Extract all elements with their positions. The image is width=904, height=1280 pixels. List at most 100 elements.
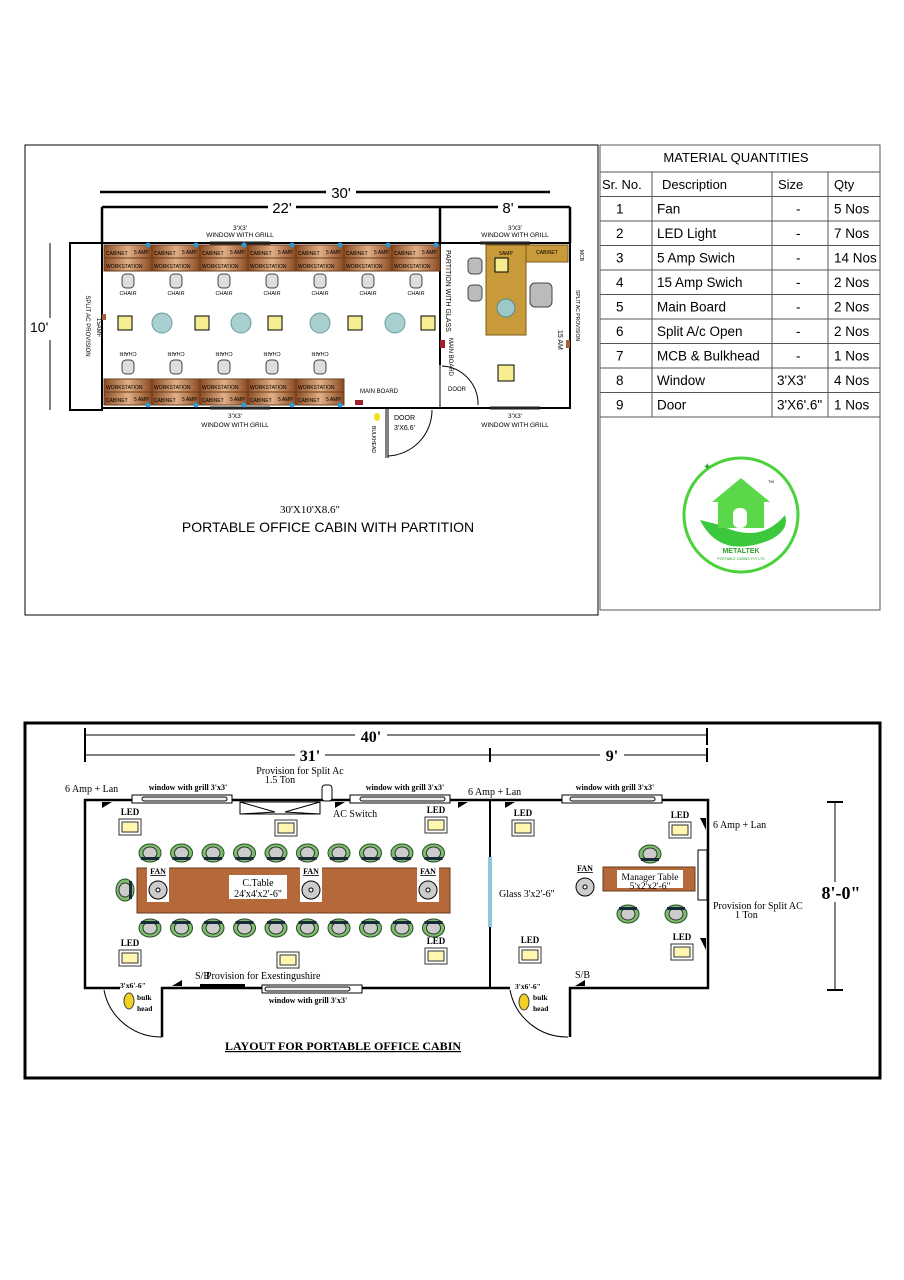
amp-lan-label-1: 6 Amp + Lan [65, 784, 118, 795]
dim-height-8: 8'-0" [822, 883, 861, 903]
svg-text:5 AMP: 5 AMP [422, 250, 437, 256]
fan-label: FAN [303, 867, 319, 876]
chair-icon [361, 273, 375, 289]
fan-icon [384, 312, 406, 334]
cabin-cabinet [525, 244, 569, 263]
svg-text:WORKSTATION: WORKSTATION [106, 264, 143, 270]
led-label: LED [521, 935, 540, 945]
chair-icon [169, 359, 183, 375]
svg-text:TM: TM [768, 479, 774, 484]
chair-icon [359, 918, 382, 938]
chair-label: CHAIR [407, 291, 424, 297]
manager-chair-icon [529, 282, 553, 308]
svg-text:head: head [137, 1004, 153, 1013]
chair-icon [170, 843, 193, 863]
chair-icon [201, 843, 225, 863]
split-ac-label-right: SPLIT AC PROVISION [574, 290, 580, 341]
table-cell: MCB & Bulkhead [657, 349, 760, 364]
bottom-window-labels: window with grill 3'x3' window with gril… [149, 783, 654, 1005]
switch-boards [102, 802, 706, 986]
chair-icon [217, 359, 231, 375]
svg-text:WINDOW WITH GRILL: WINDOW WITH GRILL [201, 422, 269, 429]
main-door-label: DOOR [394, 415, 415, 422]
svg-text:5 AMP: 5 AMP [230, 397, 245, 403]
led-label: LED [121, 938, 140, 948]
top-plan-title: PORTABLE OFFICE CABIN WITH PARTITION [182, 519, 474, 535]
svg-text:3'X3': 3'X3' [508, 413, 522, 420]
ac-switch-label: AC Switch [333, 809, 377, 820]
table-cell: LED Light [657, 226, 717, 241]
conference-table-label: C.Table [242, 878, 274, 889]
chair-icon [616, 904, 640, 924]
table-cell: 8 [616, 373, 624, 388]
table-cell: 15 Amp Swich [657, 275, 743, 290]
led-label: LED [671, 810, 690, 820]
chair-icon [121, 273, 135, 289]
fan-icon [151, 312, 173, 334]
chair-icon [359, 843, 382, 863]
table-cell: 7 Nos [834, 226, 870, 241]
split-ac-small-ton: 1 Ton [735, 910, 758, 921]
chair-icon [664, 904, 688, 924]
partition-label: PARTITION WITH GLASS [444, 250, 451, 332]
chair-icon [422, 918, 445, 938]
svg-text:CABINET: CABINET [250, 251, 272, 257]
svg-text:WORKSTATION: WORKSTATION [202, 264, 239, 270]
svg-text:CABINET: CABINET [250, 398, 272, 404]
chair-icon [327, 843, 351, 863]
chair-icon [121, 359, 135, 375]
visitor-chair-icon [467, 257, 483, 275]
svg-text:bulk: bulk [533, 993, 548, 1002]
table-cell: 5 Nos [834, 202, 870, 217]
chair-icon [138, 918, 162, 938]
svg-text:CABINET: CABINET [298, 251, 320, 257]
led-label: LED [121, 807, 140, 817]
led-label: LED [427, 805, 446, 815]
metaltek-logo: METALTEK PORTABLE CABINS PVT LTD TM ✦ [682, 456, 800, 574]
table-cell: 2 Nos [834, 275, 870, 290]
conference-chairs [115, 843, 688, 938]
conference-table [136, 867, 451, 914]
svg-text:WORKSTATION: WORKSTATION [202, 385, 239, 391]
svg-text:PORTABLE CABINS PVT LTD: PORTABLE CABINS PVT LTD [717, 557, 765, 561]
svg-text:3'X3': 3'X3' [228, 413, 242, 420]
split-ac-big-label: Provision for Split Ac [256, 766, 344, 777]
top-window-labels: 3'X3' WINDOW WITH GRILL 3'X3' WINDOW WIT… [201, 225, 549, 429]
table-cell: - [796, 324, 801, 339]
chair-icon [264, 843, 288, 863]
chair-icon [409, 273, 423, 289]
chair-icon [233, 918, 256, 938]
split-ac-1-ton [697, 849, 708, 901]
amp-lan-label-3: 6 Amp + Lan [713, 820, 766, 831]
bulkhead-labels: 3'x6'-6" bulk head 3'x6'-6" bulk head [120, 981, 549, 1013]
bottom-cabin-walls [83, 798, 710, 1038]
svg-text:5 AMP: 5 AMP [230, 250, 245, 256]
mcb-label: MCB [578, 250, 584, 262]
svg-text:5 AMP: 5 AMP [278, 397, 293, 403]
table-cell: 2 [616, 226, 624, 241]
chair-icon [201, 918, 225, 938]
chair-icon [138, 843, 162, 863]
svg-text:WORKSTATION: WORKSTATION [250, 385, 287, 391]
visitor-chair-icon [467, 284, 483, 302]
bottom-dimensions: 40' 31' 9' 8'-0" [84, 727, 865, 991]
main-board-icon [355, 400, 363, 405]
chair-icon [233, 843, 256, 863]
manager-table-label: Manager Table [622, 873, 679, 883]
glass-partition [488, 857, 492, 927]
chair-icon [296, 843, 319, 863]
svg-text:WINDOW WITH GRILL: WINDOW WITH GRILL [206, 232, 274, 239]
chair-icon [264, 918, 288, 938]
table-cell: 3'X6'.6" [777, 398, 822, 413]
amp-lan-label-2: 6 Amp + Lan [468, 787, 521, 798]
table-cell: 9 [616, 398, 624, 413]
table-cell: 4 [616, 275, 624, 290]
